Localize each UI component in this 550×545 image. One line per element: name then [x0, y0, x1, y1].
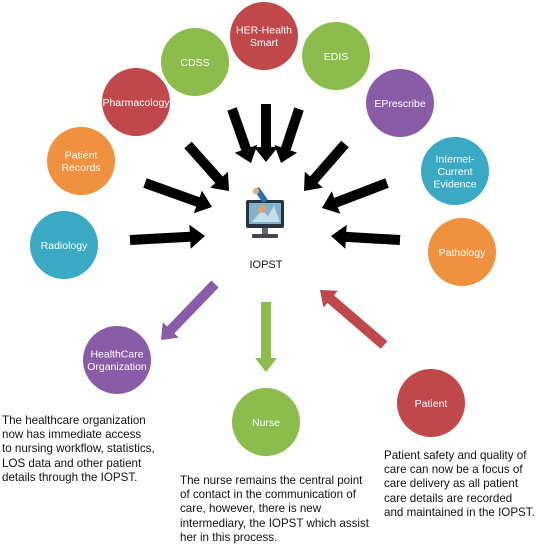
arrow-to-nurse: [255, 302, 277, 372]
edis-circle: [302, 22, 370, 90]
internet-current-evidence-label: Internet-: [435, 153, 475, 165]
her-health-smart-label: HER-Health: [236, 25, 292, 37]
caption-line: her in this process.: [180, 530, 278, 544]
patient-label: Patient: [415, 398, 448, 410]
arrows-layer: [129, 104, 401, 372]
pharmacology-label: Pharmacology: [102, 97, 170, 109]
caption-line: and maintained in the IOPST.: [384, 505, 535, 519]
radiology-label: Radiology: [41, 240, 88, 252]
eprescribe-label: EPrescribe: [374, 98, 426, 110]
circles-layer: RadiologyPatientRecordsPharmacologyCDSSH…: [30, 2, 496, 456]
her-health-smart-label: Smart: [250, 37, 278, 49]
caption-line: to nursing workflow, statistics,: [2, 442, 155, 456]
arrow-from-patient: [320, 290, 388, 349]
input-arrow-internet-current-evidence: [322, 178, 389, 214]
eprescribe-circle: [366, 69, 434, 137]
caption-line: now has immediate access: [2, 428, 142, 442]
caption-line: of contact in the communication of: [180, 488, 356, 502]
input-arrow-patient-records: [143, 178, 212, 214]
caption-line: The healthcare organization: [2, 414, 146, 427]
her-health-smart-circle: [230, 2, 298, 70]
pharmacology-circle: [102, 68, 170, 136]
input-arrow-pathology: [331, 224, 401, 249]
input-arrow-edis: [274, 107, 304, 163]
input-arrow-pharmacology: [184, 141, 229, 191]
nurse-label: Nurse: [252, 417, 280, 429]
patient-records-label: Records: [61, 162, 100, 174]
caption-line: care, however, there is new: [180, 502, 322, 516]
pathology-label: Pathology: [439, 247, 486, 259]
caption-line: care delivery as all patient: [384, 477, 519, 491]
central-hub: IOPST: [246, 187, 284, 271]
caption-line: care details are recorded: [384, 491, 513, 505]
healthcare-organization-label: Organization: [87, 361, 147, 373]
patient-circle: [397, 369, 465, 437]
patient-records-circle: [47, 127, 115, 195]
computer-monitor-icon: [246, 187, 284, 238]
source-node-pharmacology: Pharmacology: [102, 68, 170, 136]
input-arrow-her-health-smart: [254, 104, 278, 162]
edis-label: EDIS: [324, 51, 349, 63]
iopst-label: IOPST: [249, 259, 282, 271]
caption-line: LOS data and other patient: [2, 456, 142, 470]
pathology-circle: [428, 218, 496, 286]
internet-current-evidence-label: Evidence: [433, 178, 476, 190]
internet-current-evidence-label: Current: [437, 166, 472, 178]
source-node-edis: EDIS: [302, 22, 370, 90]
output-node-patient: Patient: [397, 369, 465, 437]
nurse-circle: [232, 388, 300, 456]
caption-line: Patient safety and quality of: [384, 449, 527, 462]
source-node-eprescribe: EPrescribe: [366, 69, 434, 137]
healthcare-organization-label: HealthCare: [90, 349, 143, 361]
source-node-pathology: Pathology: [428, 218, 496, 286]
caption-line: care can now be a focus of: [384, 463, 523, 477]
internet-current-evidence-circle: [421, 137, 489, 205]
caption-line: details through the IOPST.: [2, 470, 138, 484]
source-node-radiology: Radiology: [30, 211, 98, 279]
input-arrow-cdss: [227, 107, 258, 163]
arrow-to-healthcare-organization: [161, 280, 219, 340]
radiology-circle: [30, 211, 98, 279]
caption-line: The nurse remains the central point: [180, 474, 363, 487]
caption-line: intermediary, the IOPST which assist: [180, 516, 370, 530]
source-node-cdss: CDSS: [161, 28, 229, 96]
healthcare-organization-circle: [83, 326, 151, 394]
cdss-circle: [161, 28, 229, 96]
cdss-label: CDSS: [180, 57, 209, 69]
input-arrow-radiology: [129, 224, 205, 249]
patient-records-label: Patient: [65, 150, 98, 162]
output-node-nurse: Nurse: [232, 388, 300, 456]
input-arrow-eprescribe: [304, 140, 349, 191]
